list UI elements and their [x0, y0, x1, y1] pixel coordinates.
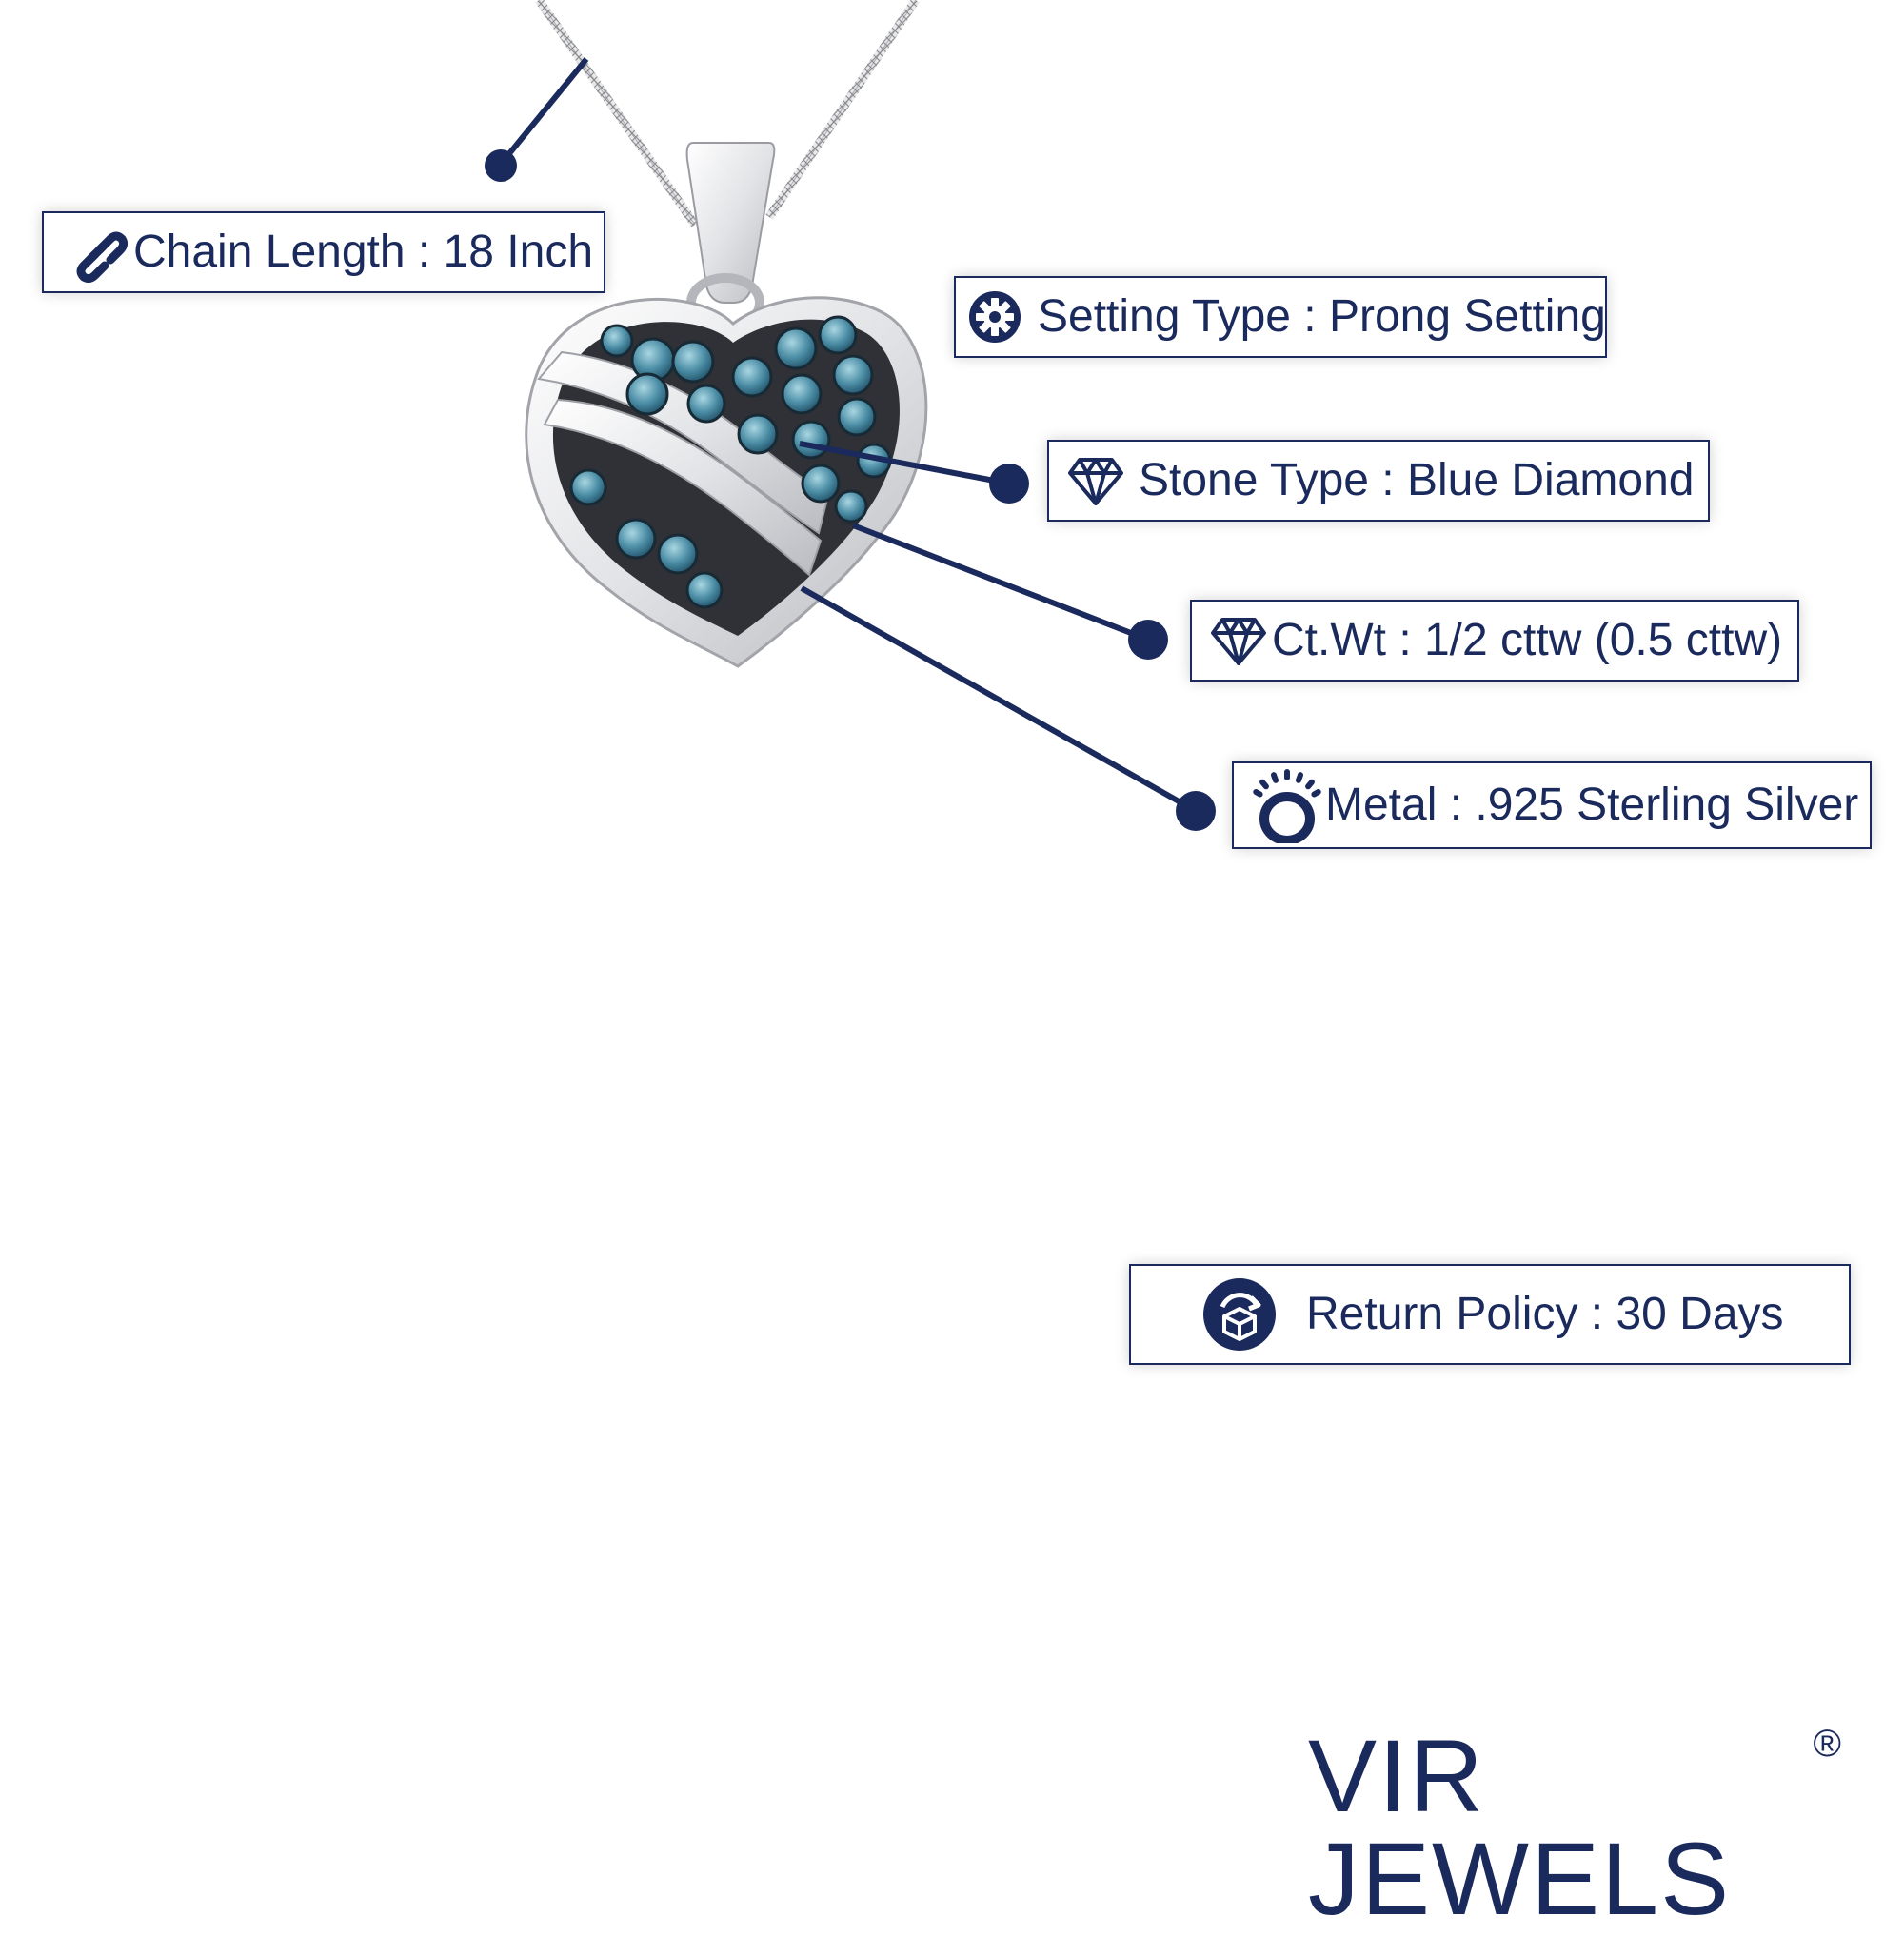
- heart-pendant: [525, 296, 928, 668]
- diamond-icon: [1068, 456, 1123, 505]
- registered-mark: ®: [1813, 1723, 1841, 1765]
- stone-type-label: Stone Type : Blue Diamond: [1139, 455, 1695, 505]
- metal-spec: Metal : .925 Sterling Silver: [1232, 761, 1872, 849]
- brand-logo: VIR JEWELS ®: [1308, 1723, 1841, 1930]
- setting-type-label: Setting Type : Prong Setting: [1038, 291, 1606, 342]
- ring-icon: [1253, 767, 1321, 843]
- gear-icon: [967, 289, 1022, 345]
- callout-lines: [485, 57, 1216, 831]
- metal-label: Metal : .925 Sterling Silver: [1325, 780, 1859, 830]
- diamond-icon: [1211, 616, 1266, 665]
- stone-type-spec: Stone Type : Blue Diamond: [1047, 440, 1710, 522]
- pendant-bail: [685, 142, 776, 332]
- setting-type-spec: Setting Type : Prong Setting: [954, 276, 1607, 358]
- return-policy-spec: Return Policy : 30 Days: [1129, 1264, 1851, 1365]
- chain: [535, 0, 920, 227]
- chain-length-spec: Chain Length : 18 Inch: [42, 211, 605, 293]
- carat-weight-spec: Ct.Wt : 1/2 cttw (0.5 cttw): [1190, 600, 1799, 682]
- return-policy-label: Return Policy : 30 Days: [1306, 1289, 1784, 1339]
- brand-name: VIR JEWELS: [1308, 1718, 1732, 1936]
- carat-weight-label: Ct.Wt : 1/2 cttw (0.5 cttw): [1272, 615, 1783, 665]
- chain-length-label: Chain Length : 18 Inch: [133, 227, 594, 277]
- return-box-icon: [1201, 1276, 1278, 1353]
- chain-link-icon: [67, 222, 128, 283]
